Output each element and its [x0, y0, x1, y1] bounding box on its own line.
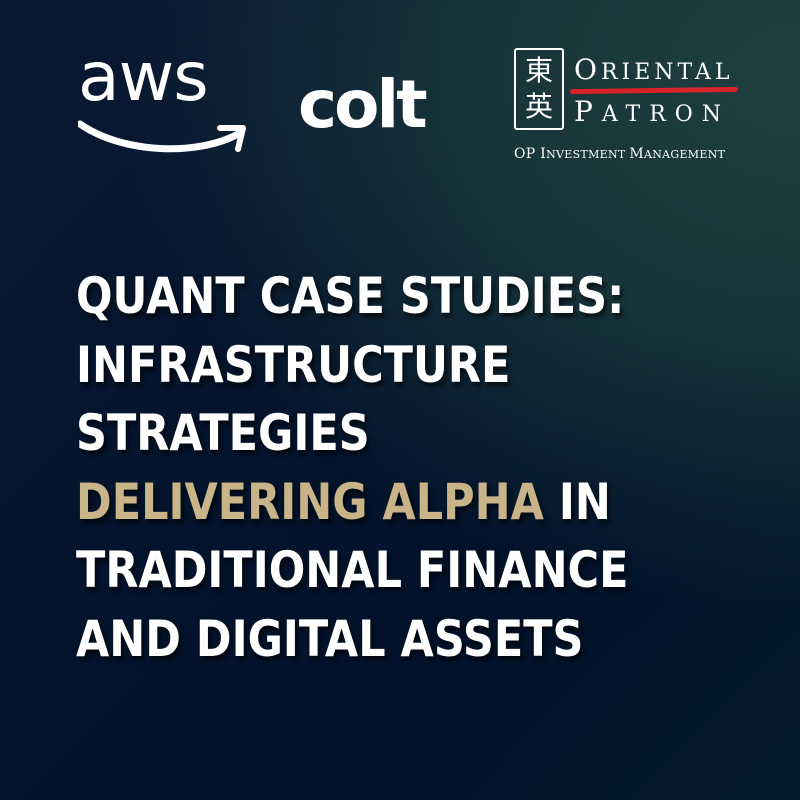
oriental-patron-logo: 東 英 ORIENTAL PATRON OP INVESTMENT MANAGE… [514, 48, 744, 168]
chinese-seal-icon: 東 英 [514, 48, 564, 130]
oriental-word: ORIENTAL [574, 53, 734, 86]
headline: QUANT CASE STUDIES: INFRASTRUCTURE STRAT… [76, 262, 678, 673]
headline-line-5: TRADITIONAL FINANCE [76, 541, 629, 599]
op-investment-management-subtitle: OP INVESTMENT MANAGEMENT [514, 146, 726, 162]
red-brush-stroke [569, 86, 739, 95]
seal-char: 東 [524, 54, 553, 87]
headline-line-6: AND DIGITAL ASSETS [76, 609, 584, 668]
headline-line-4: DELIVERING ALPHA IN [76, 472, 611, 531]
headline-line-2: INFRASTRUCTURE [76, 335, 511, 394]
seal-char: 英 [524, 90, 553, 123]
headline-line-3: STRATEGIES [76, 404, 370, 462]
headline-line-1: QUANT CASE STUDIES: [76, 267, 625, 325]
headline-accent: DELIVERING ALPHA [76, 472, 544, 531]
patron-word: PATRON [574, 95, 731, 128]
partner-logos: aws colt 東 英 ORIENTAL PATRON OP INVESTME… [0, 0, 800, 200]
amazon-smile-arrow-icon [78, 120, 246, 153]
aws-logo: aws [78, 44, 253, 160]
colt-logo: colt [298, 66, 428, 143]
aws-wordmark: aws [78, 38, 209, 117]
